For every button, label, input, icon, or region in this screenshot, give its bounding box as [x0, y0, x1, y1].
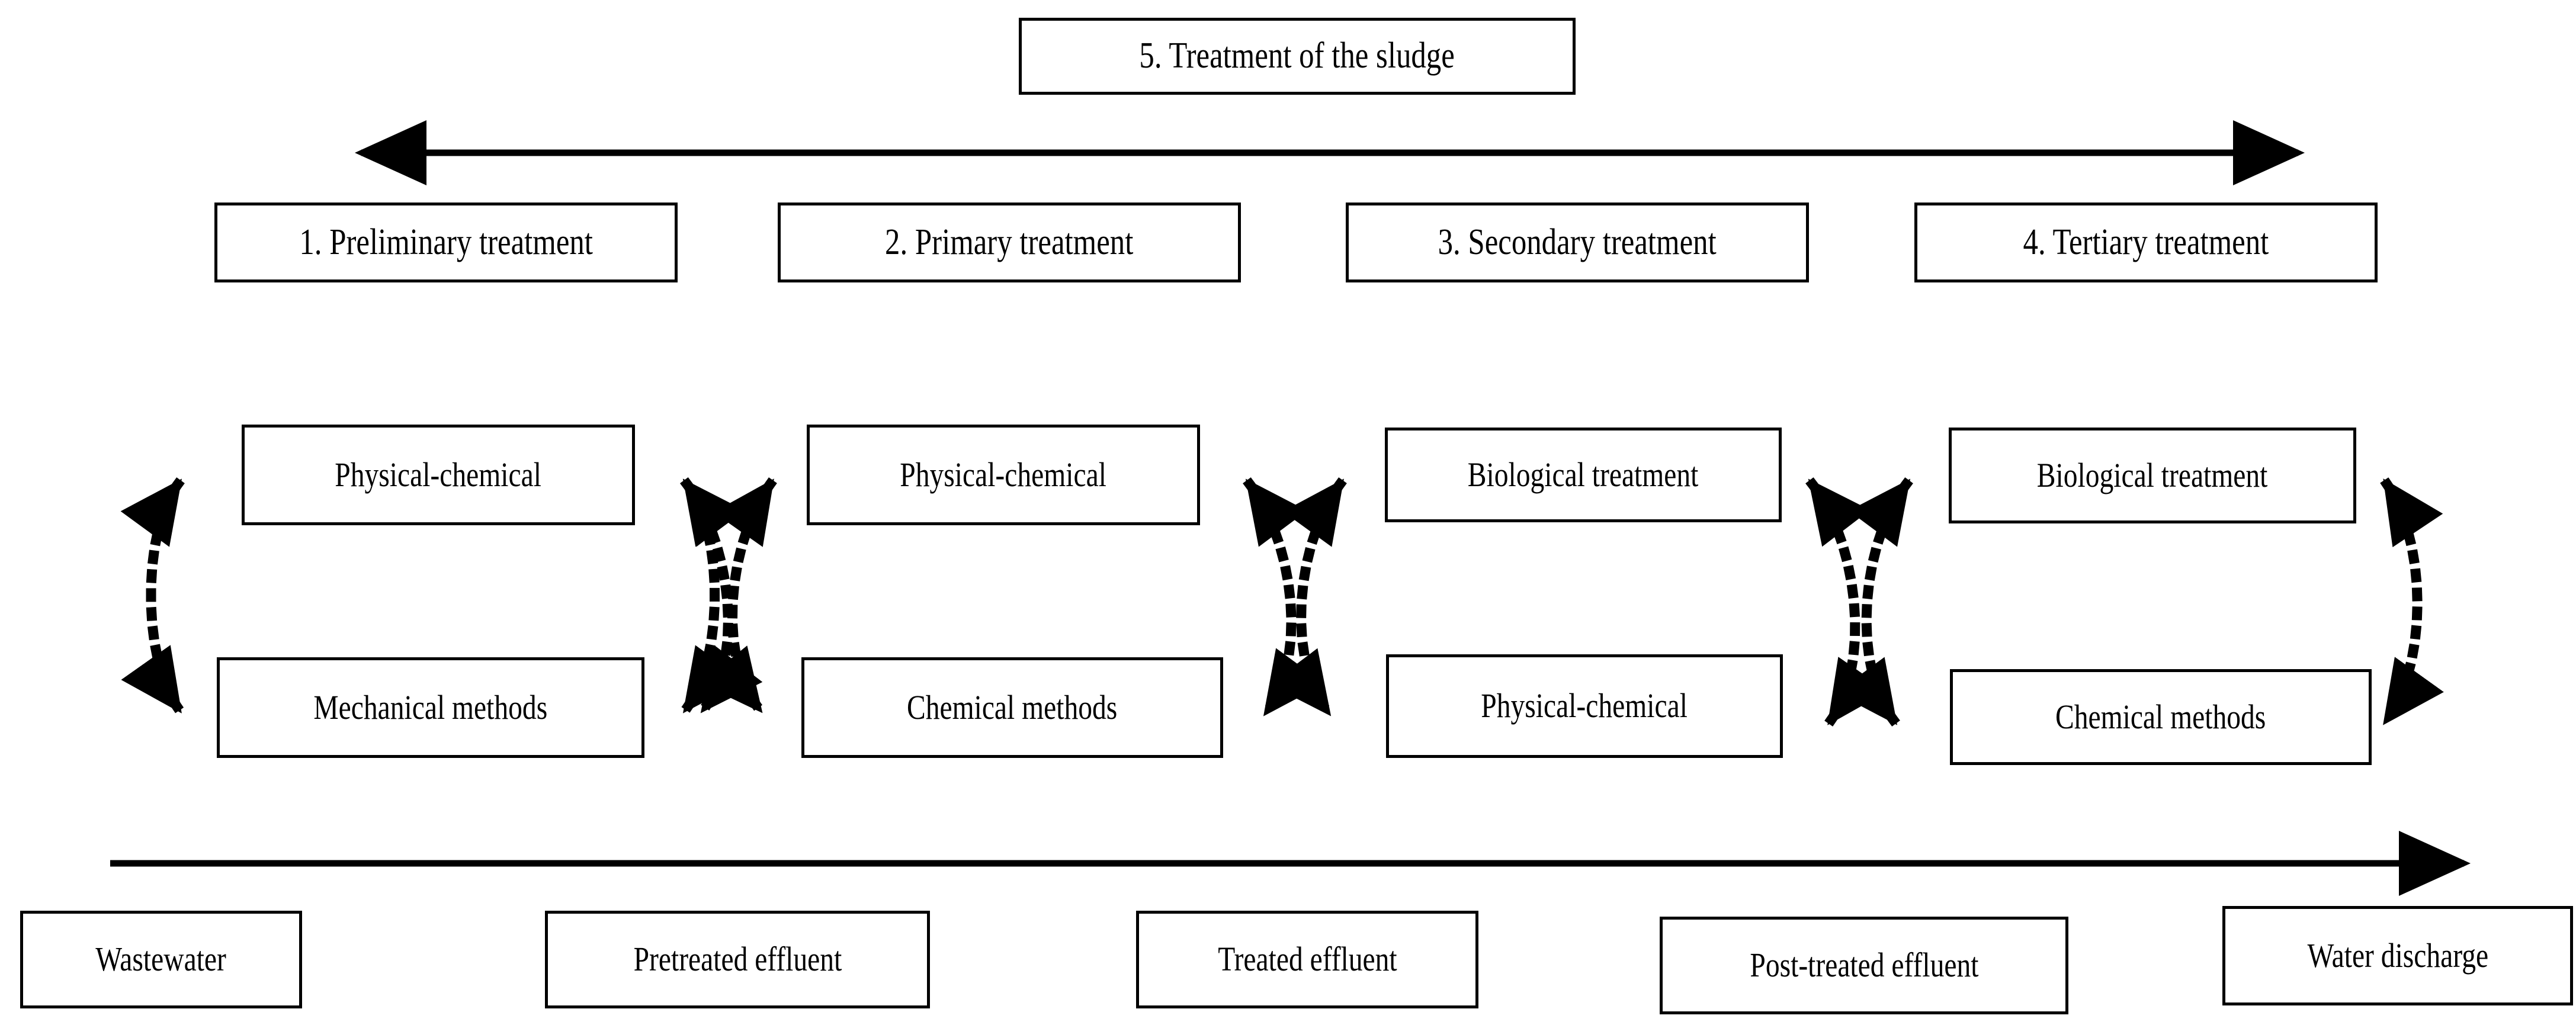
flow-box-wastewater: Wastewater [20, 911, 302, 1008]
flow-label-water-discharge: Water discharge [2307, 936, 2488, 975]
stage-box-4: 4. Tertiary treatment [1914, 203, 2378, 282]
flow-box-post-treated-effluent: Post-treated effluent [1660, 917, 2068, 1014]
stage-box-3: 3. Secondary treatment [1346, 203, 1809, 282]
dotted-double-arrow-link-2-3-b [1269, 477, 1347, 718]
flow-label-post-treated-effluent: Post-treated effluent [1749, 946, 1979, 985]
method-box-4-bottom: Chemical methods [1950, 669, 2372, 765]
method-box-2-top: Physical-chemical [807, 425, 1200, 525]
method-box-3-bottom: Physical-chemical [1386, 654, 1783, 758]
method-label-2-top: Physical-chemical [900, 455, 1107, 494]
method-label-1-top: Physical-chemical [335, 455, 542, 494]
method-box-1-bottom: Mechanical methods [217, 657, 644, 758]
dotted-double-arrow-link-3-4-a [1805, 477, 1888, 727]
stage-box-1: 1. Preliminary treatment [214, 203, 678, 282]
dotted-double-arrow-link-3-4-b [1836, 477, 1913, 727]
method-box-3-top: Biological treatment [1385, 428, 1782, 522]
stage-label-1: 1. Preliminary treatment [299, 221, 593, 262]
flow-label-wastewater: Wastewater [95, 940, 227, 979]
dotted-double-arrow-link-1-2-a [680, 477, 763, 715]
method-box-2-bottom: Chemical methods [801, 657, 1223, 758]
dotted-double-arrow-stage1-right [680, 477, 745, 715]
method-box-4-top: Biological treatment [1949, 428, 2356, 523]
dotted-double-arrow-link-1-2-b [700, 477, 777, 715]
flow-label-treated-effluent: Treated effluent [1217, 940, 1397, 979]
dotted-double-arrow-stage4-right [2380, 477, 2444, 727]
stage-label-3: 3. Secondary treatment [1438, 221, 1717, 262]
flow-box-pretreated-effluent: Pretreated effluent [545, 911, 930, 1008]
method-label-4-top: Biological treatment [2037, 455, 2268, 494]
method-label-2-bottom: Chemical methods [907, 687, 1118, 727]
sludge-treatment-label: 5. Treatment of the sludge [1139, 36, 1455, 76]
method-label-3-bottom: Physical-chemical [1481, 686, 1688, 725]
method-label-1-bottom: Mechanical methods [313, 687, 548, 727]
method-box-1-top: Physical-chemical [242, 425, 635, 525]
stage-label-4: 4. Tertiary treatment [2023, 221, 2269, 262]
stage-label-2: 2. Primary treatment [885, 221, 1134, 262]
sludge-treatment-box: 5. Treatment of the sludge [1019, 18, 1576, 95]
flow-label-pretreated-effluent: Pretreated effluent [633, 940, 842, 979]
method-label-3-top: Biological treatment [1468, 455, 1699, 494]
stage-box-2: 2. Primary treatment [778, 203, 1241, 282]
method-label-4-bottom: Chemical methods [2055, 697, 2266, 736]
dotted-double-arrow-stage1-left [120, 477, 185, 715]
dotted-double-arrow-link-2-3-a [1243, 477, 1325, 718]
flow-box-water-discharge: Water discharge [2222, 906, 2573, 1005]
flow-box-treated-effluent: Treated effluent [1136, 911, 1478, 1008]
